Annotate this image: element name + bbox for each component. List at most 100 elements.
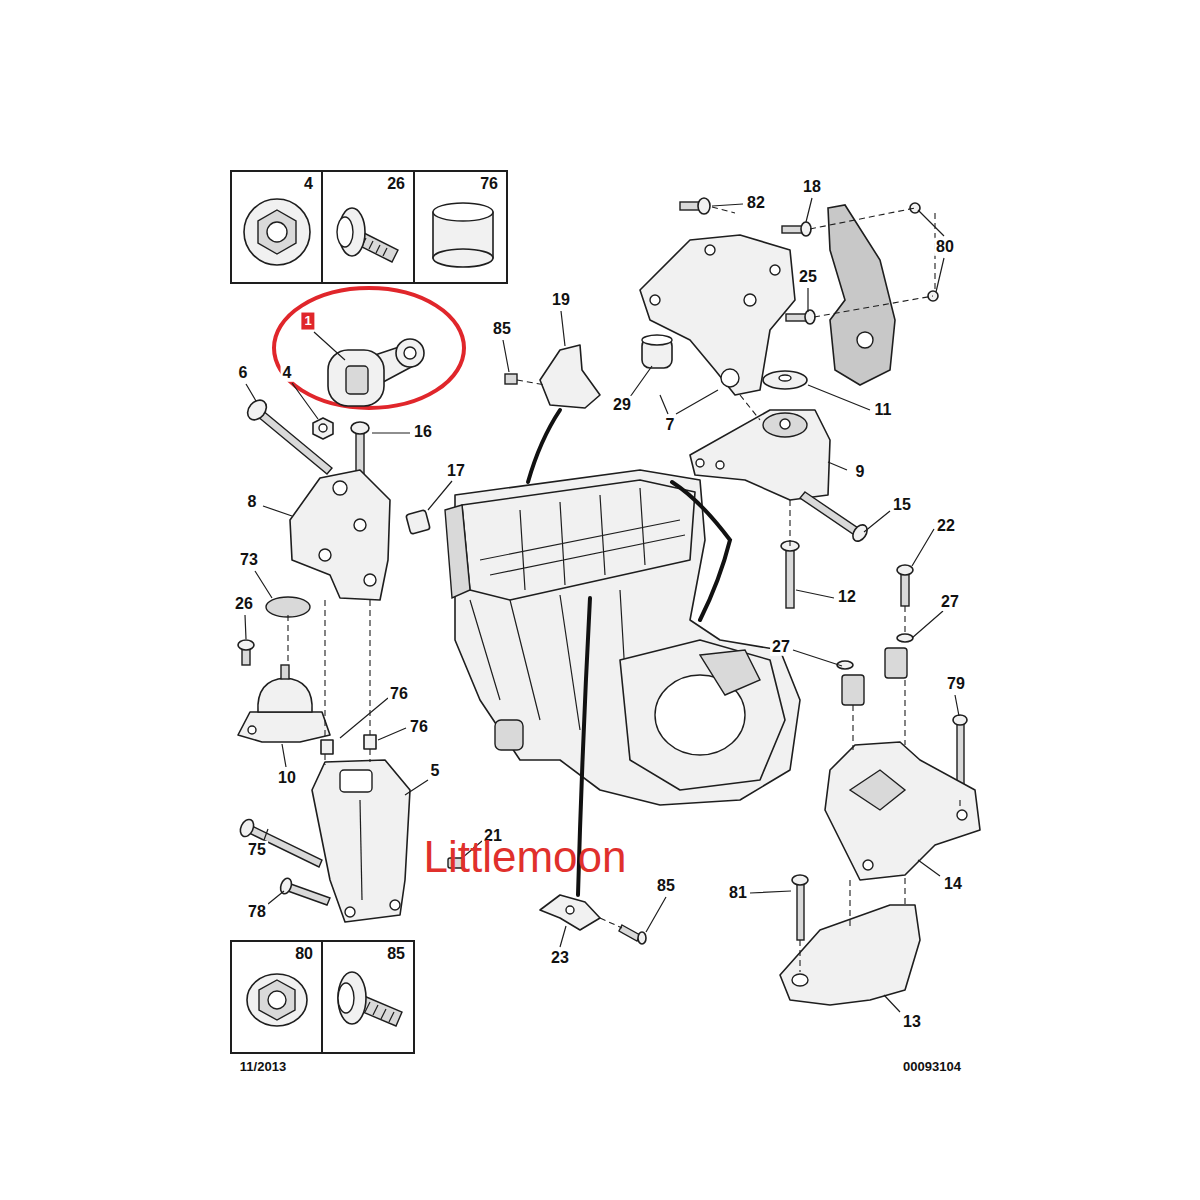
engine-gearbox [445, 505, 470, 598]
assembly-lines [712, 207, 935, 317]
washer-part [763, 371, 807, 389]
bolt-part [244, 396, 270, 423]
bracket-part [744, 294, 756, 306]
clip-part [406, 510, 430, 534]
engine-gearbox [470, 590, 630, 760]
bushing-part [642, 335, 672, 345]
callout-number: 4 [281, 364, 294, 382]
callout-number: 6 [237, 364, 250, 382]
bolt-icon [337, 208, 398, 262]
footer-code: 00093104 [901, 1060, 963, 1075]
assembly-lines [740, 395, 960, 972]
flange-nut-icon [268, 991, 286, 1009]
callout-number: 82 [745, 194, 767, 212]
engine-gearbox [480, 488, 685, 590]
association-lines [672, 482, 730, 620]
nut-part [313, 418, 333, 439]
bolt-part [351, 422, 369, 434]
callout-number: 76 [388, 685, 410, 703]
engine-gearbox [455, 470, 800, 805]
bracket-part [319, 549, 331, 561]
bolt-part [238, 817, 256, 838]
gearbox-mount-part [850, 770, 905, 810]
engine-gearbox [700, 650, 760, 695]
bolt-part [698, 198, 710, 214]
shim-part [266, 597, 310, 617]
callout-number: 18 [801, 178, 823, 196]
callout-number: 76 [408, 718, 430, 736]
bracket-part [721, 369, 739, 387]
callout-number: 81 [727, 884, 749, 902]
bracket-part [364, 574, 376, 586]
leader-lines [245, 332, 482, 904]
footer-code: 11/2013 [238, 1060, 288, 1075]
bracket-part [770, 265, 780, 275]
callout-number: 14 [942, 875, 964, 893]
part-cell: 76 [413, 170, 508, 284]
bolt-part [247, 825, 322, 867]
nut-part [910, 203, 920, 213]
callout-number: 26 [385, 175, 407, 193]
flange-nut-icon [267, 222, 287, 242]
bracket-part [640, 235, 795, 395]
bracket-part [340, 770, 372, 792]
bolt-part [797, 882, 804, 940]
bolt-part [238, 817, 322, 867]
bolt-part [279, 877, 294, 895]
callout-number: 25 [797, 268, 819, 286]
callout-number: 29 [611, 396, 633, 414]
nut-part [319, 424, 327, 432]
callout-number: 85 [491, 320, 513, 338]
bolt-icon [365, 1002, 394, 1022]
buffer-part [837, 634, 913, 705]
bolt-icon [338, 983, 354, 1013]
bolt-part [786, 548, 794, 608]
bolt-part [792, 875, 808, 885]
part-cell: 80 [230, 940, 323, 1054]
bracket-part [290, 470, 390, 600]
part-cell: 85 [321, 940, 415, 1054]
bolt-part [792, 875, 808, 940]
highlight-circle [274, 288, 464, 408]
bolt-part [238, 640, 254, 650]
bushing-icon [433, 203, 493, 221]
callout-number: 10 [276, 769, 298, 787]
flange-nut-icon [247, 974, 307, 1026]
bolt-part [680, 198, 815, 324]
gearbox-mount-part [957, 810, 967, 820]
torque-link-part [396, 339, 424, 367]
lower-bracket-part [792, 974, 808, 986]
bracket-part [360, 800, 362, 900]
bolt-icon [337, 217, 353, 247]
part-cell: 4 [230, 170, 323, 284]
bracket-part [640, 235, 795, 395]
spacer-part [321, 740, 333, 754]
callout-number: 16 [412, 423, 434, 441]
leader-lines [503, 198, 959, 1012]
callout-number: 9 [854, 463, 867, 481]
callout-number: 79 [945, 675, 967, 693]
flange-nut-icon [258, 210, 296, 254]
flange-nut-icon [244, 199, 310, 265]
engine-mount-part [690, 410, 830, 500]
highlight-callout: 1 [301, 313, 314, 330]
spacer-part [364, 735, 376, 749]
gearbox-mount-part [825, 742, 980, 880]
washer-part [763, 371, 807, 389]
bracket-part [290, 470, 390, 600]
callout-number: 27 [770, 638, 792, 656]
flange-nut-icon [259, 980, 295, 1020]
hydraulic-mount-part [238, 665, 330, 742]
bracket-part [390, 900, 400, 910]
watermark: Littlemoon [421, 832, 628, 883]
clip-part [540, 895, 600, 930]
shim-part [266, 597, 310, 617]
association-lines [528, 410, 730, 895]
torque-link-part [328, 350, 384, 406]
bushing-icon [433, 249, 493, 267]
bolt-icon [338, 972, 402, 1026]
bolt-icon [338, 972, 366, 1024]
engine-mount-part [716, 461, 724, 469]
